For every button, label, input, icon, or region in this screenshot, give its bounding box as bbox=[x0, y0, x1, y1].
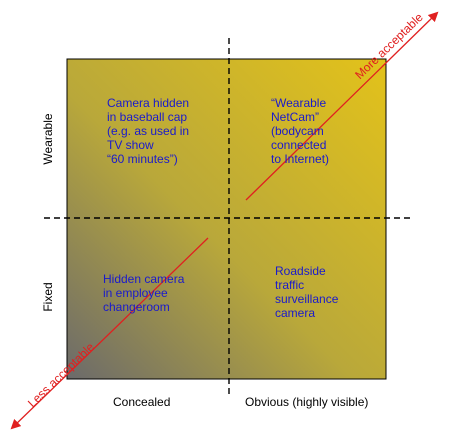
axis-label-wearable: Wearable bbox=[41, 113, 55, 165]
quadrant-box bbox=[66, 58, 387, 380]
quadrant-bottom-left-text: Hidden camera in employee changeroom bbox=[103, 272, 185, 314]
quadrant-top-right-text: “Wearable NetCam” (bodycam connected to … bbox=[271, 96, 330, 166]
less-acceptable-arrow bbox=[10, 237, 209, 430]
axis-label-obvious: Obvious (highly visible) bbox=[245, 395, 369, 409]
quadrant-bottom-right-text: Roadside traffic surveillance camera bbox=[275, 264, 339, 320]
quadrant-top-left-text: Camera hidden in baseball cap (e.g. as u… bbox=[107, 96, 190, 166]
more-acceptable-arrow bbox=[245, 11, 439, 201]
axis-label-fixed: Fixed bbox=[41, 282, 55, 312]
axis-label-concealed: Concealed bbox=[113, 395, 171, 409]
